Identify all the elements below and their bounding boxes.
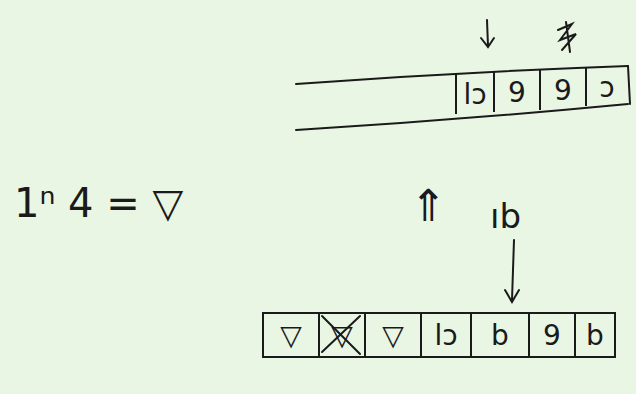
cell-symbol: 9 [554, 74, 572, 107]
tape-cell: ɔ [585, 68, 627, 106]
handwritten-note: ıb [490, 196, 521, 236]
pointer-arrow [505, 240, 519, 302]
tape-top-edge [296, 66, 628, 84]
tape-cell: ▽ [262, 312, 318, 358]
tape-cell: 9 [528, 312, 574, 358]
tape-cell: ▽ [318, 312, 364, 358]
scribble [322, 316, 360, 354]
tape-cell: b [574, 312, 616, 358]
tape-cell: 9 [539, 70, 585, 110]
tape-end [628, 66, 630, 104]
cell-symbol: b [586, 319, 604, 352]
cell-symbol: lɔ [463, 78, 486, 111]
tape-cell: ▽ [364, 312, 420, 358]
cell-symbol: ɔ [599, 71, 614, 104]
handwritten-note: 1ⁿ 4 = ▽ [14, 180, 183, 226]
tape-cell: 9 [493, 72, 539, 112]
tape-cell: lɔ [455, 74, 493, 114]
cell-symbol: lɔ [434, 319, 457, 352]
tape-cell: b [470, 312, 528, 358]
tape-bottom-edge [296, 104, 628, 130]
handwritten-note: ⇑ [410, 180, 447, 231]
cell-symbol: ▽ [331, 319, 353, 352]
scribble [558, 22, 576, 52]
tape-cell: lɔ [420, 312, 470, 358]
cell-symbol: b [491, 319, 509, 352]
cell-symbol: ▽ [280, 319, 302, 352]
pointer-arrow [481, 20, 494, 47]
cell-symbol: ▽ [382, 319, 404, 352]
cell-symbol: 9 [508, 76, 526, 109]
cell-symbol: 9 [543, 319, 561, 352]
